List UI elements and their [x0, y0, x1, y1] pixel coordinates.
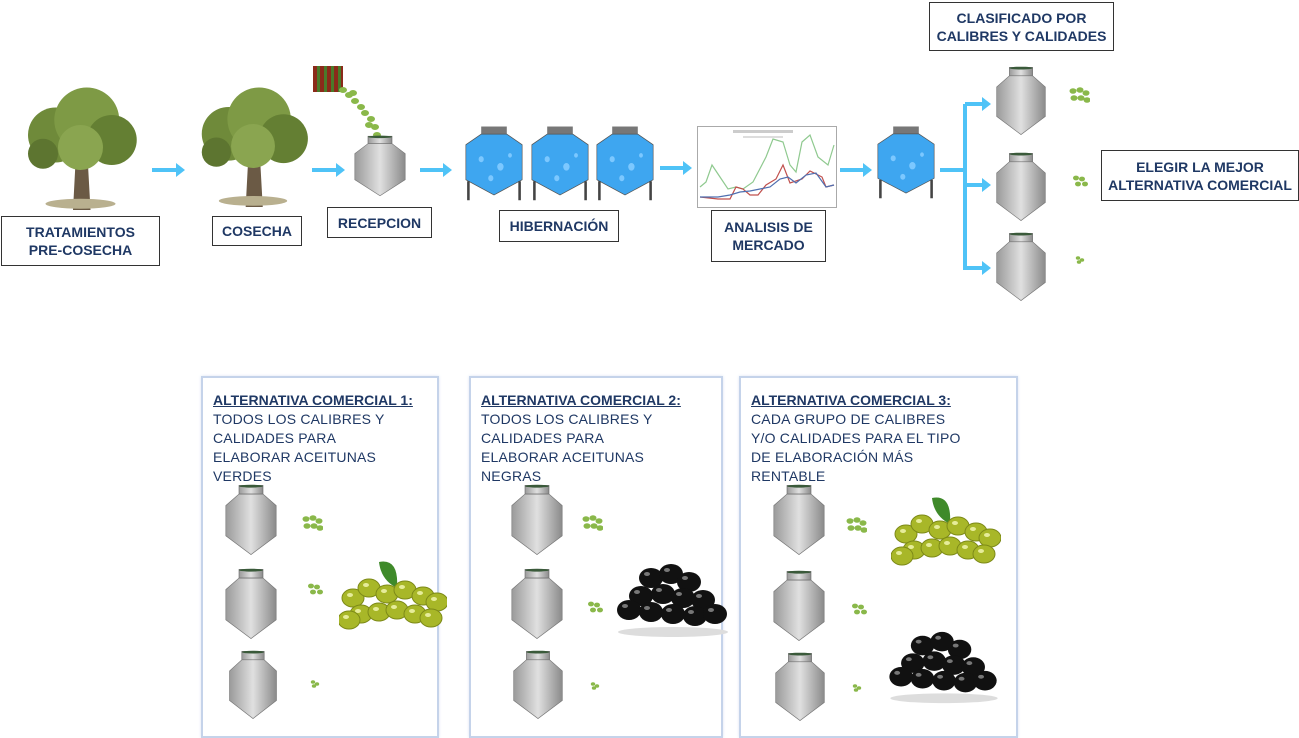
olives-large-icon: [301, 514, 323, 532]
arrow-icon: [660, 161, 692, 175]
olive-tree-icon: [18, 85, 143, 210]
alternative-panel-3: ALTERNATIVA COMERCIAL 3: CADA GRUPO DE CA…: [739, 376, 1018, 738]
tank-icon: [769, 570, 829, 642]
olives-large-icon: [581, 514, 603, 532]
alternative-description: TODOS LOS CALIBRES Y CALIDADES PARA ELAB…: [213, 411, 385, 484]
tank-icon: [507, 568, 567, 640]
alternative-description: CADA GRUPO DE CALIBRES Y/O CALIDADES PAR…: [751, 411, 961, 484]
sorted-tank-icon: [992, 232, 1050, 302]
alternative-panel-1: ALTERNATIVA COMERCIAL 1: TODOS LOS CALIBR…: [201, 376, 447, 738]
hibernation-tank-icon: [528, 125, 592, 201]
step-choose-alternative: ELEGIR LA MEJOR ALTERNATIVA COMERCIAL: [1101, 150, 1299, 201]
falling-olives-icon: [335, 85, 385, 140]
sorted-tank-icon: [992, 152, 1050, 222]
step-reception: RECEPCION: [327, 207, 432, 238]
olives-medium-icon: [587, 600, 605, 615]
olives-large-icon: [1068, 86, 1090, 104]
arrow-icon: [152, 163, 185, 177]
green-olives-image: [891, 494, 1001, 566]
arrow-icon: [965, 261, 991, 275]
black-olives-image: [611, 560, 735, 642]
tank-icon: [509, 650, 567, 720]
alternative-panel-2: ALTERNATIVA COMERCIAL 2: TODOS LOS CALIBR…: [469, 376, 728, 738]
market-price-chart: [697, 126, 837, 208]
tank-icon: [769, 484, 829, 556]
alternative-description: TODOS LOS CALIBRES Y CALIDADES PARA ELAB…: [481, 411, 653, 484]
reception-tank-icon: [350, 135, 410, 197]
arrow-icon: [312, 163, 345, 177]
tank-icon: [221, 568, 281, 640]
olives-small-icon: [851, 682, 863, 693]
arrow-icon: [840, 163, 872, 177]
olives-medium-icon: [851, 602, 869, 617]
tank-icon: [771, 652, 829, 722]
olives-medium-icon: [1072, 174, 1090, 189]
alternative-title: ALTERNATIVA COMERCIAL 2:: [481, 392, 681, 408]
step-hibernation: HIBERNACIÓN: [499, 210, 619, 242]
step-harvest: COSECHA: [212, 216, 302, 246]
branch-line: [963, 104, 967, 270]
alternative-title: ALTERNATIVA COMERCIAL 3:: [751, 392, 951, 408]
hibernation-tank-icon: [462, 125, 526, 201]
hibernation-tank-icon: [593, 125, 657, 201]
arrow-icon: [420, 163, 452, 177]
olives-large-icon: [845, 516, 867, 534]
black-olives-image: [883, 628, 1005, 708]
arrow-icon: [965, 97, 991, 111]
arrow-icon: [965, 178, 991, 192]
branch-line: [940, 168, 966, 172]
sorted-tank-icon: [992, 66, 1050, 136]
tank-icon: [221, 484, 281, 556]
harvest-crate-icon: [313, 66, 343, 92]
tank-icon: [507, 484, 567, 556]
alternative-title: ALTERNATIVA COMERCIAL 1:: [213, 392, 413, 408]
tank-icon: [225, 650, 281, 720]
olive-tree-icon: [192, 85, 314, 207]
olives-medium-icon: [307, 582, 325, 597]
olives-small-icon: [309, 678, 321, 689]
step-classified: CLASIFICADO POR CALIBRES Y CALIDADES: [929, 2, 1114, 51]
step-market-analysis: ANALISIS DE MERCADO: [711, 210, 826, 262]
hibernation-tank-icon: [874, 125, 938, 199]
green-olives-image: [339, 558, 447, 630]
olives-small-icon: [589, 680, 601, 691]
step-pre-harvest: TRATAMIENTOS PRE-COSECHA: [1, 216, 160, 266]
olives-small-icon: [1074, 254, 1086, 265]
